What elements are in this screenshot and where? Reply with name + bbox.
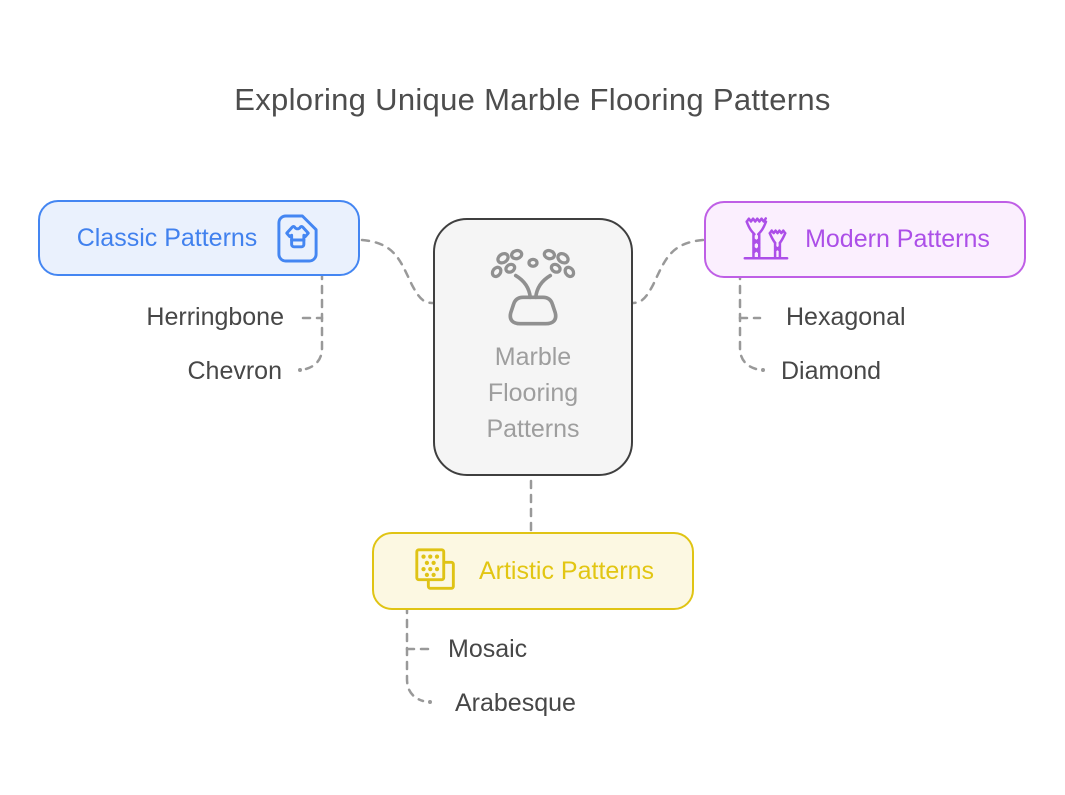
classic-patterns-label: Classic Patterns (76, 223, 258, 252)
connector-artistic-children (405, 604, 425, 703)
supertrees-icon (743, 216, 789, 260)
central-node[interactable]: Marble Flooring Patterns (433, 218, 633, 476)
subtopic-hexagonal[interactable]: Hexagonal (786, 303, 906, 331)
subtopic-diamond[interactable]: Diamond (781, 357, 882, 385)
central-node-label: Marble Flooring Patterns (486, 343, 580, 443)
connector-modern-children (738, 270, 758, 371)
connector-diamond-dot (761, 368, 765, 372)
artistic-patterns-label: Artistic Patterns (478, 556, 655, 585)
subtopic-herringbone[interactable]: Herringbone (146, 303, 284, 331)
shirt-card-icon (277, 214, 318, 262)
subtopic-mosaic[interactable]: Mosaic (448, 635, 528, 663)
swatch-dots (421, 554, 440, 577)
subtopic-arabesque[interactable]: Arabesque (455, 689, 576, 717)
connector-classic-children (304, 270, 324, 371)
branch-node-artistic[interactable]: Artistic Patterns (372, 532, 694, 610)
connector-chevron-dot (298, 368, 302, 372)
pattern-swatch-icon (415, 548, 455, 590)
page-title: Exploring Unique Marble Flooring Pattern… (234, 82, 831, 117)
branch-node-classic[interactable]: Classic Patterns (38, 200, 360, 276)
connector-arabesque-dot (428, 700, 432, 704)
sprouting-pot-icon (490, 248, 576, 326)
modern-patterns-label: Modern Patterns (805, 225, 990, 253)
connector-classic-central (360, 238, 436, 305)
subtopic-chevron[interactable]: Chevron (187, 357, 283, 385)
branch-node-modern[interactable]: Modern Patterns (704, 201, 1026, 278)
connector-modern-central (629, 238, 705, 305)
